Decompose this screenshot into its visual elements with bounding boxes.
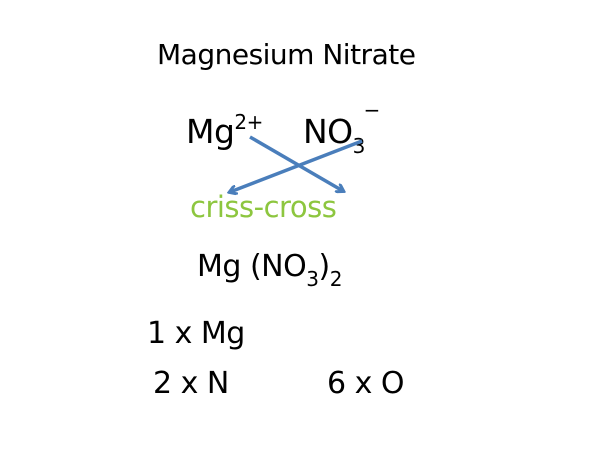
atom-count-mg: 1 x Mg bbox=[147, 316, 245, 351]
compound-formula: Mg (NO3)2 bbox=[197, 249, 342, 291]
atom-count-n: 2 x N bbox=[153, 366, 229, 401]
cation-charge: 2+ bbox=[234, 110, 263, 134]
anion-nitrate: NO3 − bbox=[303, 98, 380, 158]
atom-count-o: 6 x O bbox=[327, 366, 405, 401]
anion-symbol: NO bbox=[303, 112, 353, 151]
formula-outer-subscript: 2 bbox=[329, 267, 343, 291]
slide-title: Magnesium Nitrate bbox=[157, 38, 416, 71]
arrow-cation-charge-icon bbox=[249, 135, 343, 191]
method-label: criss-cross bbox=[190, 190, 337, 224]
anion-subscript: 3 bbox=[352, 134, 366, 158]
formula-metal: Mg bbox=[197, 249, 241, 284]
arrow-anion-charge-icon bbox=[230, 139, 363, 192]
anion-charge: − bbox=[363, 98, 381, 122]
formula-inner-subscript: 3 bbox=[306, 267, 319, 291]
cation-magnesium: Mg2+ bbox=[186, 110, 263, 151]
formula-close: ) bbox=[318, 249, 330, 284]
cation-symbol: Mg bbox=[186, 112, 235, 151]
formula-open: (NO bbox=[240, 249, 307, 284]
